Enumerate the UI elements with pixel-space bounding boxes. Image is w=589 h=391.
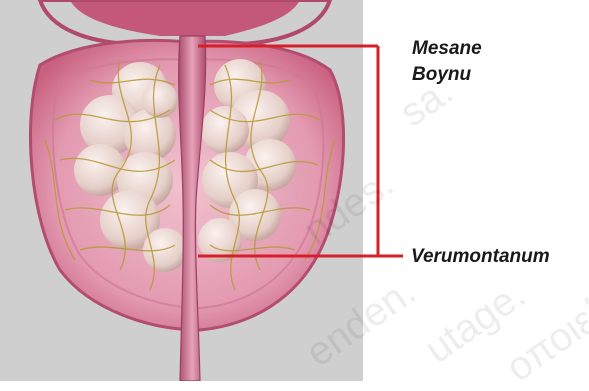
verumontanum-label: Verumontanum (411, 246, 550, 268)
prostate-illustration (0, 0, 589, 381)
bladder-neck-label-line1: Mesane (412, 38, 482, 60)
bladder-neck-label-line2: Boynu (412, 64, 471, 86)
